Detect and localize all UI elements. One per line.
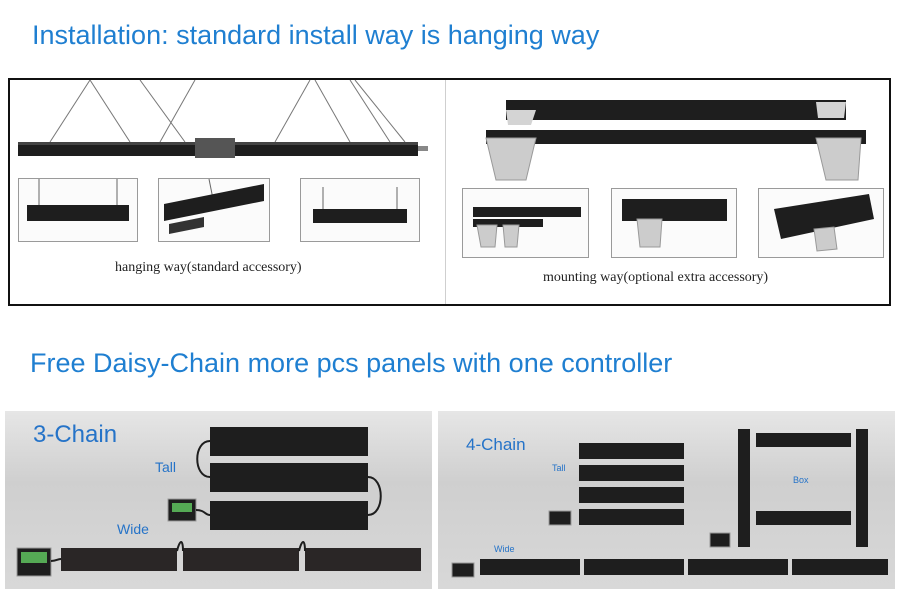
daisy-chain-heading: Free Daisy-Chain more pcs panels with on… <box>30 348 673 378</box>
wide-panel-2 <box>183 548 299 571</box>
wide-panel-3 <box>305 548 421 571</box>
four-wide-controller <box>451 562 475 578</box>
mounting-main-photo <box>485 100 866 181</box>
four-chain-title: 4-Chain <box>466 435 526 454</box>
hanging-thumb-1 <box>18 178 138 242</box>
hanging-wires <box>49 80 406 143</box>
tall-panel-1 <box>210 427 368 456</box>
box-panel-bottom <box>756 511 851 525</box>
four-chain-tall-label: Tall <box>552 463 566 473</box>
four-chain-wide-label: Wide <box>494 544 515 554</box>
three-chain-wide-label: Wide <box>117 521 149 537</box>
bar-connector <box>195 138 235 158</box>
four-chain-panel: 4-Chain Tall Wide Box <box>438 411 895 589</box>
four-wide-panel-3 <box>688 559 788 575</box>
box-panel-top <box>756 433 851 447</box>
tall-panel-3 <box>210 501 368 530</box>
four-chain-box-label: Box <box>793 475 809 485</box>
installation-heading: Installation: standard install way is ha… <box>32 20 600 50</box>
four-wide-panel-4 <box>792 559 888 575</box>
three-chain-diagram <box>16 427 421 577</box>
box-panel-left <box>738 429 750 547</box>
four-chain-diagram <box>451 429 888 578</box>
tall-panel-2 <box>210 463 368 492</box>
four-tall-panel-4 <box>579 509 684 525</box>
four-tall-panel-2 <box>579 465 684 481</box>
four-tall-panel-1 <box>579 443 684 459</box>
four-tall-controller <box>548 510 572 526</box>
mounting-thumb-2 <box>611 188 737 258</box>
four-wide-panel-1 <box>480 559 580 575</box>
installation-photo-frame: hanging way(standard accessory) <box>8 78 891 306</box>
mounting-thumb-3 <box>758 188 884 258</box>
three-chain-tall-label: Tall <box>155 459 177 475</box>
box-controller <box>709 532 731 548</box>
three-chain-panel: 3-Chain Tall Wide <box>5 411 432 589</box>
box-panel-right <box>856 429 868 547</box>
four-wide-panel-2 <box>584 559 684 575</box>
hanging-main-photo <box>18 80 428 158</box>
hanging-thumb-3 <box>300 178 420 242</box>
four-tall-panel-3 <box>579 487 684 503</box>
mounting-thumb-1 <box>462 188 589 258</box>
hanging-thumb-2 <box>158 178 270 242</box>
installation-divider <box>445 80 446 304</box>
three-chain-title: 3-Chain <box>33 421 118 448</box>
hanging-caption: hanging way(standard accessory) <box>115 260 302 275</box>
mounting-caption: mounting way(optional extra accessory) <box>543 270 769 285</box>
wide-panel-1 <box>61 548 177 571</box>
